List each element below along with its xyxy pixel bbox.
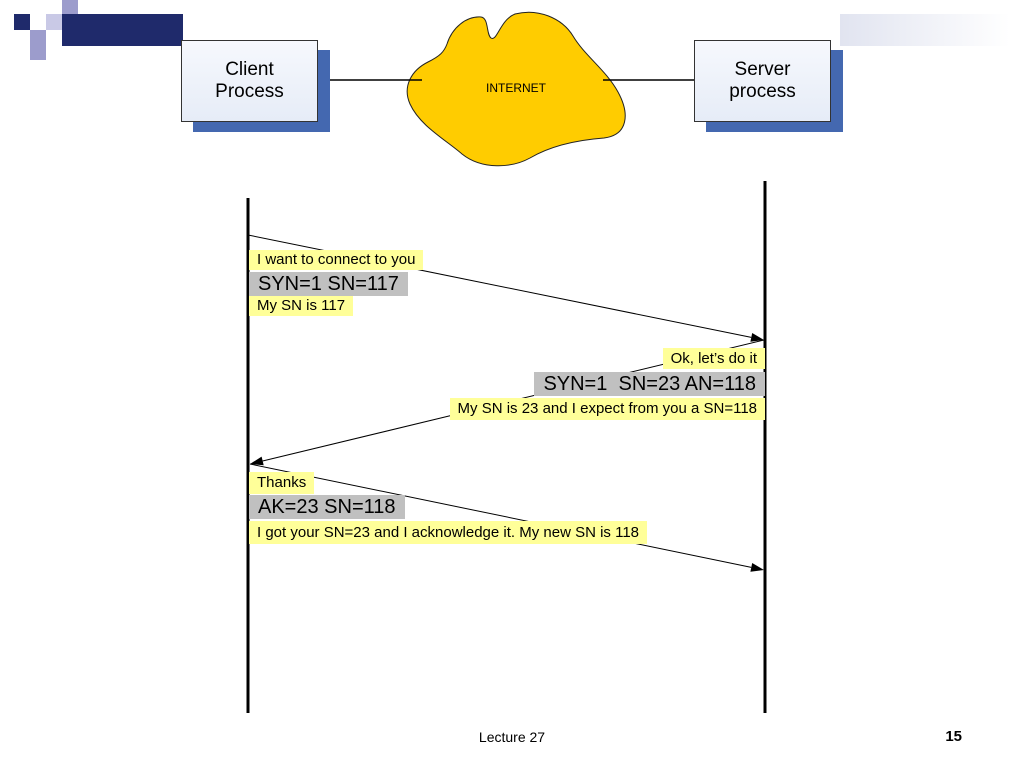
header-decoration-square: [30, 46, 46, 60]
arrowhead-icon: [750, 333, 764, 342]
message-1-explanation-label: My SN is 117: [249, 296, 354, 316]
header-decoration-square: [46, 14, 62, 30]
internet-label: INTERNET: [486, 81, 546, 95]
arrowhead-icon: [750, 563, 764, 572]
message-arrow-3: [249, 463, 764, 572]
header-decoration-square: [62, 0, 78, 14]
server-process-label-line: process: [729, 81, 796, 102]
footer-lecture-label: Lecture 27: [478, 729, 546, 745]
page-number: 15: [945, 728, 962, 745]
message-1-fields-label: SYN=1 SN=117: [249, 272, 408, 296]
message-3-explanation-label: I got your SN=23 and I acknowledge it. M…: [249, 521, 648, 544]
client-process-label-line: Process: [215, 81, 284, 102]
internet-cloud: [406, 11, 626, 167]
message-2-explanation-label: My SN is 23 and I expect from you a SN=1…: [449, 398, 765, 420]
message-arrow-3-line: [249, 463, 752, 568]
client-process-box: Client Process: [181, 40, 318, 122]
header-decoration-gradient: [840, 14, 1010, 46]
header-decoration-bar: [62, 14, 183, 46]
message-1-intent-label: I want to connect to you: [249, 250, 424, 270]
client-process-label-line: Client: [225, 59, 274, 80]
header-decoration-square: [14, 14, 30, 30]
message-2-fields-label: SYN=1 SN=23 AN=118: [534, 372, 765, 396]
server-process-box: Server process: [694, 40, 831, 122]
message-3-intent-label: Thanks: [249, 472, 315, 494]
header-decoration-square: [30, 30, 46, 46]
message-3-fields-label: AK=23 SN=118: [249, 495, 405, 519]
message-2-intent-label: Ok, let’s do it: [662, 348, 765, 369]
server-process-label-line: Server: [734, 59, 791, 80]
arrowhead-icon: [250, 456, 264, 466]
